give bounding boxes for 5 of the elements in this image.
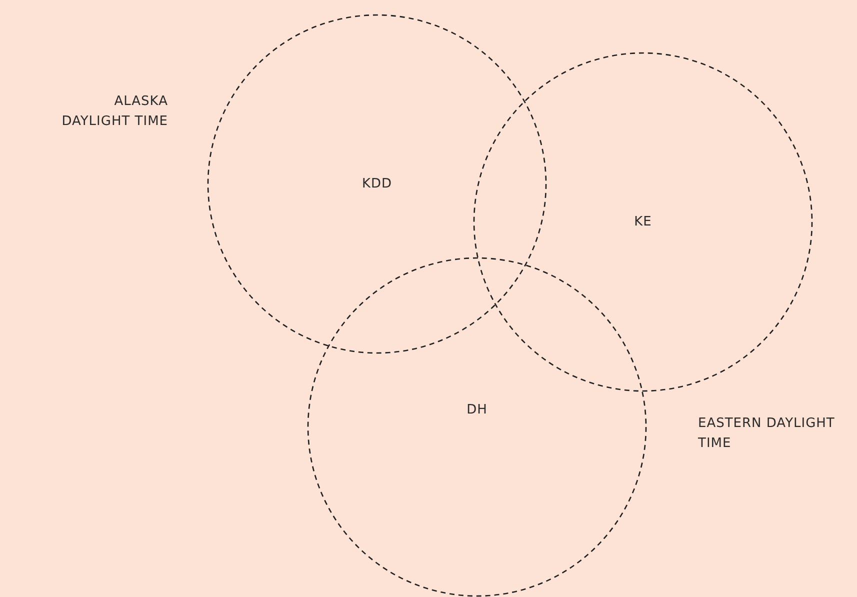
set-label: KDD: [362, 176, 392, 192]
set-label: KE: [634, 214, 652, 230]
time-zone-label: ALASKA DAYLIGHT TIME: [60, 93, 168, 131]
set-label: DH: [466, 402, 488, 418]
time-zone-label: EASTERN DAYLIGHT TIME: [698, 415, 836, 453]
